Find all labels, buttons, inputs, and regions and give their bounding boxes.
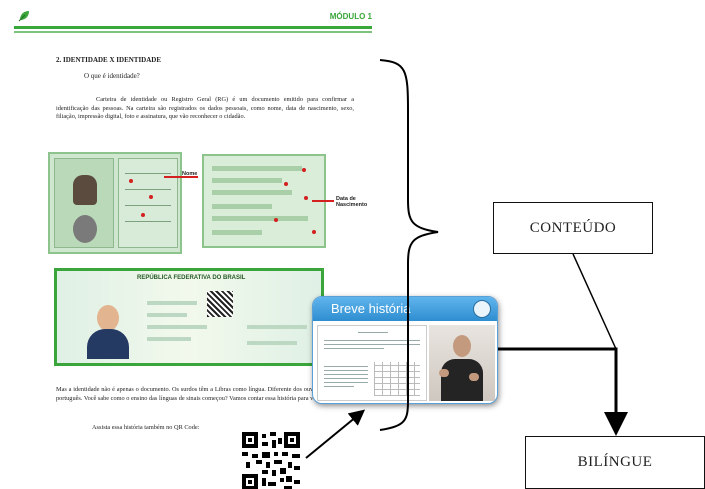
card-line	[125, 173, 171, 174]
header-divider	[14, 26, 372, 29]
card-row	[247, 325, 307, 329]
card-row	[147, 313, 187, 317]
section-title: 2. IDENTIDADE X IDENTIDADE	[56, 56, 162, 64]
avatar-body	[87, 329, 129, 359]
marker-dot	[302, 168, 306, 172]
preview-line	[324, 366, 368, 367]
bilingue-box: BILÍNGUE	[525, 436, 705, 489]
module-label: MÓDULO 1	[329, 12, 372, 21]
preview-line	[324, 374, 368, 375]
interpreter-hand	[439, 369, 449, 377]
card-line	[125, 189, 171, 190]
preview-line	[324, 378, 368, 379]
red-arrow-nome	[164, 176, 198, 178]
old-id-card-back-image	[202, 154, 326, 248]
preview-line	[324, 344, 420, 345]
label-data-nascimento: Data de Nascimento	[336, 196, 368, 208]
paragraph-rg: Carteira de identidade ou Registro Geral…	[56, 96, 354, 121]
preview-line	[324, 382, 368, 383]
connector-video-to-bilingue	[498, 347, 628, 436]
fingerprint-image	[73, 215, 97, 243]
video-title-bar: Breve história	[313, 297, 497, 321]
preview-line	[358, 332, 388, 333]
card-row	[212, 166, 302, 171]
card-row	[212, 230, 262, 235]
avatar	[97, 305, 119, 331]
video-title: Breve história	[331, 301, 411, 316]
preview-line	[324, 340, 420, 341]
marker-dot	[274, 218, 278, 222]
card-row	[212, 204, 272, 209]
preview-line	[324, 348, 384, 349]
card-line	[125, 205, 171, 206]
old-id-card-image	[48, 152, 182, 254]
preview-line	[324, 370, 368, 371]
header-divider-thin	[14, 31, 372, 33]
card-row	[147, 325, 207, 329]
marker-dot	[129, 179, 133, 183]
card-row	[247, 341, 297, 345]
marker-dot	[149, 195, 153, 199]
marker-dot	[284, 182, 288, 186]
question-text: O que é identidade?	[84, 72, 140, 80]
sign-language-interpreter	[429, 325, 495, 401]
connector-conteudo-down	[572, 253, 617, 350]
arrow-qr-to-video	[305, 409, 366, 459]
id-signature-side	[118, 158, 178, 248]
qr-code-icon[interactable]	[242, 432, 300, 489]
card-row	[212, 178, 282, 183]
preview-line	[324, 386, 354, 387]
new-id-title: REPÚBLICA FEDERATIVA DO BRASIL	[137, 275, 246, 281]
card-row	[147, 301, 197, 305]
marker-dot	[141, 213, 145, 217]
leaf-icon	[18, 11, 29, 22]
card-row	[212, 190, 292, 195]
new-id-card-image: REPÚBLICA FEDERATIVA DO BRASIL	[54, 268, 324, 366]
interpreter-hand	[469, 373, 479, 381]
card-row	[212, 216, 308, 221]
document-page: MÓDULO 1 2. IDENTIDADE X IDENTIDADE O qu…	[14, 4, 372, 489]
marker-dot	[304, 196, 308, 200]
conteudo-box: CONTEÚDO	[493, 202, 653, 254]
red-arrow-data	[312, 200, 334, 202]
marker-dot	[312, 230, 316, 234]
curly-brace	[379, 59, 439, 431]
preview-table	[374, 362, 420, 396]
qr-caption: Assista essa história também no QR Code:	[92, 424, 200, 431]
card-line	[125, 221, 171, 222]
qr-code-small-icon	[207, 291, 233, 317]
interpreter-head	[453, 335, 471, 357]
paragraph-libras: Mas a identidade não é apenas o document…	[56, 386, 356, 402]
seal-icon	[473, 300, 491, 318]
id-photo	[73, 175, 97, 205]
document-header: MÓDULO 1	[14, 4, 372, 28]
card-row	[147, 337, 191, 341]
id-photo-side	[54, 158, 114, 248]
label-nome: Nome	[182, 171, 198, 177]
